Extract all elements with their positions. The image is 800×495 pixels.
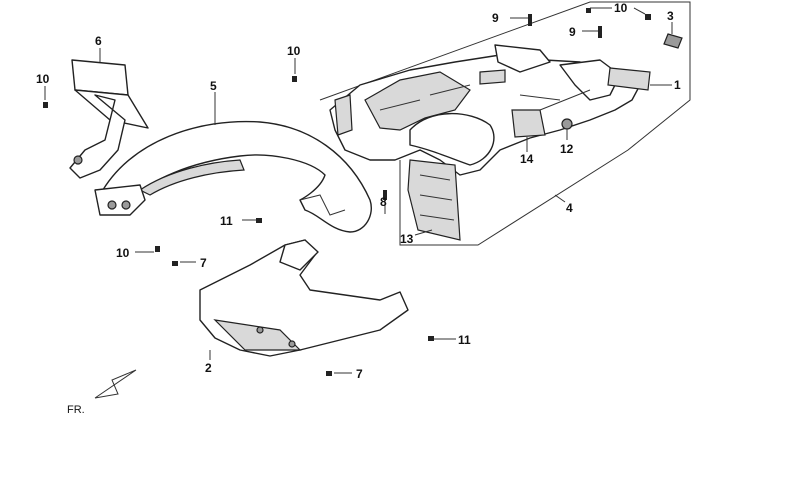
callout-4: 4 xyxy=(566,201,573,215)
mud-flap xyxy=(407,159,461,241)
callout-8: 8 xyxy=(380,195,387,209)
callout-6: 6 xyxy=(95,34,102,48)
callout-13: 13 xyxy=(400,232,414,246)
front-direction-indicator xyxy=(94,369,137,399)
callout-7-lower: 7 xyxy=(356,367,363,381)
callout-14: 14 xyxy=(520,152,534,166)
callout-10-left: 10 xyxy=(36,72,50,86)
callout-10-top: 10 xyxy=(614,1,628,15)
callout-3: 3 xyxy=(667,9,674,23)
callout-11-lower: 11 xyxy=(458,333,471,347)
callout-10-lower: 10 xyxy=(116,246,130,260)
callout-11-upper: 11 xyxy=(220,214,233,228)
callout-7-upper: 7 xyxy=(200,256,207,270)
reflector xyxy=(607,67,651,91)
rear-fender xyxy=(99,120,372,233)
callout-9-left: 9 xyxy=(492,11,499,25)
callout-9-right: 9 xyxy=(569,25,576,39)
bolt-icon xyxy=(43,8,651,376)
callout-10-center: 10 xyxy=(287,44,301,58)
rubber-pad xyxy=(663,33,683,49)
fender-bracket xyxy=(69,59,149,216)
callout-5: 5 xyxy=(210,79,217,93)
callout-2: 2 xyxy=(205,361,212,375)
assembly-frame xyxy=(319,1,691,246)
splash-guard xyxy=(199,239,409,357)
leader-lines xyxy=(44,7,673,374)
front-direction-label: FR. xyxy=(67,404,85,416)
callout-12: 12 xyxy=(560,142,574,156)
nut-icon xyxy=(561,118,573,130)
inner-rear-fender xyxy=(329,44,641,176)
callout-1: 1 xyxy=(674,78,681,92)
plate-bracket xyxy=(511,109,546,138)
